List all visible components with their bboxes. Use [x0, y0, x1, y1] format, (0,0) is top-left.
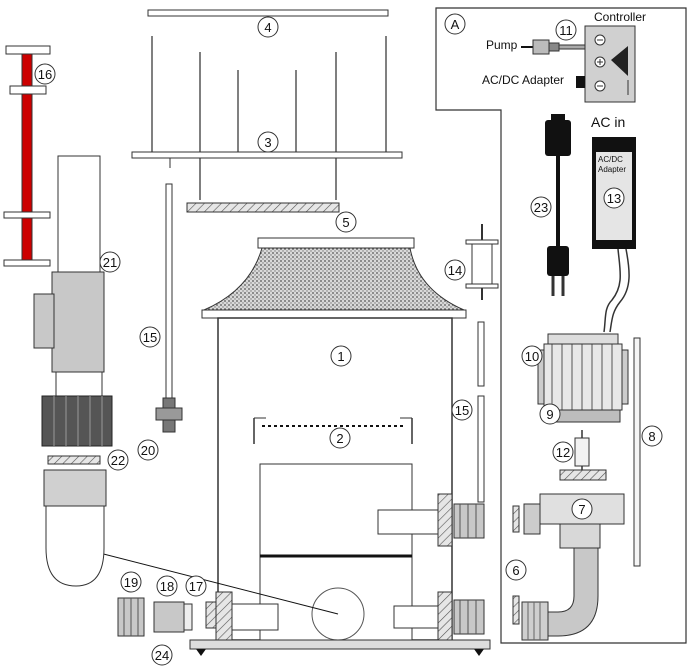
callout-15-left: 15	[139, 326, 161, 348]
base-plate	[189, 639, 491, 656]
cup-insert	[186, 202, 340, 213]
callout-9: 9	[539, 403, 561, 425]
sleeve-18	[153, 601, 193, 633]
o-rings	[512, 505, 520, 625]
callout-17: 17	[185, 575, 207, 597]
adapter-label: AC/DC Adapter	[482, 73, 564, 87]
callout-12: 12	[552, 441, 574, 463]
svg-text:22: 22	[111, 453, 125, 468]
ac-power-cord	[545, 114, 571, 296]
callout-6: 6	[505, 559, 527, 581]
callout-11: 11	[555, 19, 577, 41]
controller-label: Controller	[594, 10, 646, 24]
air-valve	[155, 397, 183, 433]
o-ring-17	[205, 601, 217, 629]
svg-text:19: 19	[124, 575, 138, 590]
callout-20: 20	[137, 439, 159, 461]
svg-text:3: 3	[264, 135, 271, 150]
svg-text:16: 16	[38, 67, 52, 82]
adapter-plug	[576, 76, 585, 88]
svg-text:4: 4	[264, 20, 271, 35]
callout-5: 5	[335, 211, 357, 233]
svg-text:11: 11	[559, 23, 573, 38]
callout-23: 23	[530, 196, 552, 218]
svg-text:21: 21	[103, 255, 117, 270]
callout-1: 1	[330, 345, 352, 367]
body-flange	[201, 309, 467, 319]
svg-text:5: 5	[342, 215, 349, 230]
svg-text:2: 2	[336, 431, 343, 446]
adjustable-outlet	[33, 155, 105, 397]
svg-text:14: 14	[448, 263, 462, 278]
svg-text:10: 10	[525, 349, 539, 364]
check-valve	[465, 224, 499, 300]
callout-19: 19	[120, 571, 142, 593]
pump-connector	[521, 39, 586, 55]
callout-18: 18	[156, 575, 178, 597]
diffuser-plate	[253, 417, 413, 444]
air-tubing-left	[165, 183, 173, 399]
svg-text:7: 7	[578, 502, 585, 517]
callout-21: 21	[99, 251, 121, 273]
gasket	[47, 455, 101, 465]
svg-text:12: 12	[556, 445, 570, 460]
cone-neck	[203, 247, 465, 311]
collection-cup	[131, 36, 403, 200]
callout-4: 4	[257, 16, 279, 38]
union-nut	[41, 395, 113, 447]
svg-text:18: 18	[160, 579, 174, 594]
svg-text:1: 1	[337, 349, 344, 364]
ac-in-label: AC in	[591, 114, 625, 130]
threaded-rod	[3, 45, 51, 267]
svg-text:15: 15	[143, 330, 157, 345]
callout-16: 16	[34, 63, 56, 85]
elbow-cup	[43, 469, 107, 587]
pump-label: Pump	[486, 38, 518, 52]
callout-14: 14	[444, 259, 466, 281]
svg-text:A: A	[451, 17, 460, 32]
svg-text:20: 20	[141, 443, 155, 458]
svg-text:9: 9	[546, 407, 553, 422]
svg-text:23: 23	[534, 200, 548, 215]
svg-text:6: 6	[512, 563, 519, 578]
callout-10: 10	[521, 345, 543, 367]
elbow-fitting	[521, 547, 599, 641]
long-tube	[633, 337, 641, 567]
callout-13: 13	[607, 191, 621, 206]
top-lid	[147, 9, 389, 17]
callout-15-right: 15	[451, 399, 473, 421]
panel-a-badge: A	[444, 13, 466, 35]
upper-port	[377, 493, 485, 547]
air-tubing-right	[477, 321, 485, 503]
adapter-text-1: AC/DC	[598, 155, 623, 164]
cap-19	[117, 597, 145, 637]
svg-text:15: 15	[455, 403, 469, 418]
callout-2: 2	[329, 427, 351, 449]
acdc-adapter: AC/DC Adapter 13	[592, 137, 636, 333]
neck-ring	[257, 237, 415, 249]
pump-motor	[537, 333, 629, 411]
panel-a-border	[435, 7, 687, 644]
lower-port	[393, 591, 485, 641]
callout-8: 8	[641, 425, 663, 447]
svg-text:24: 24	[155, 648, 169, 663]
callout-24: 24	[151, 644, 173, 666]
callout-22: 22	[107, 449, 129, 471]
callout-7: 7	[571, 498, 593, 520]
intake-guide-line	[79, 547, 339, 615]
impeller	[559, 430, 607, 481]
adapter-text-2: Adapter	[598, 165, 626, 174]
callout-3: 3	[257, 131, 279, 153]
left-port	[215, 591, 279, 643]
svg-text:17: 17	[189, 579, 203, 594]
pump-housing	[523, 493, 625, 549]
svg-text:8: 8	[648, 429, 655, 444]
controller-box	[584, 25, 636, 103]
